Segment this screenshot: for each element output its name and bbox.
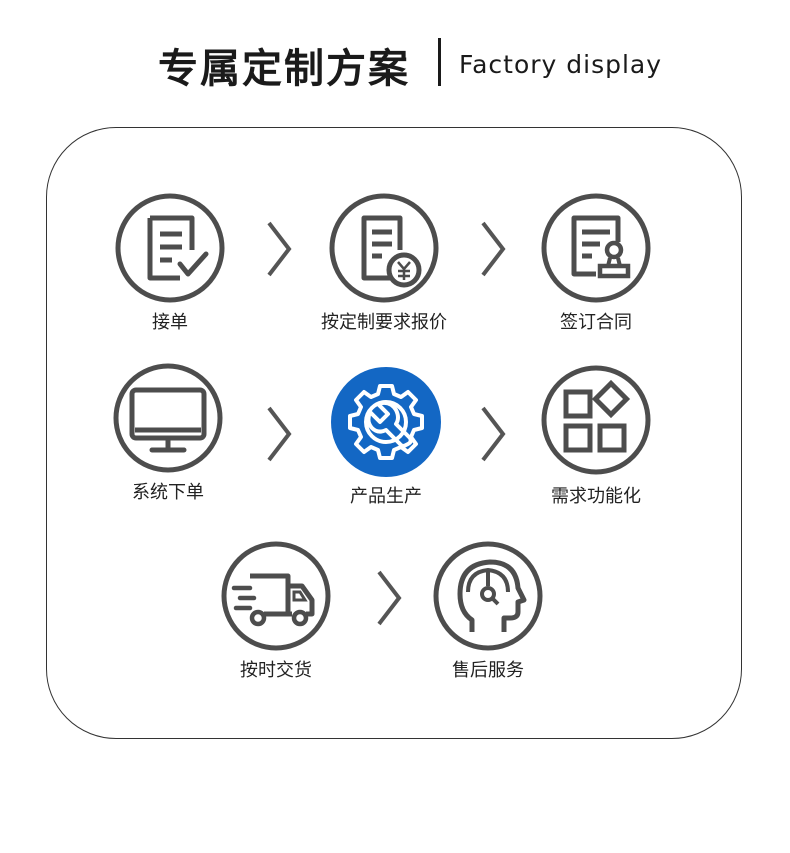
step-label-functionalization: 需求功能化 xyxy=(551,486,641,507)
order-document-check-icon xyxy=(115,193,225,303)
step-label-system-order: 系统下单 xyxy=(132,482,204,503)
step-label-contract: 签订合同 xyxy=(560,312,632,333)
chevron-right-icon xyxy=(481,221,506,277)
step-label-delivery: 按时交货 xyxy=(240,660,312,681)
page-title: 专属定制方案 xyxy=(158,46,410,92)
step-label-production: 产品生产 xyxy=(350,486,422,507)
gear-wrench-icon xyxy=(331,367,441,477)
chevron-right-icon xyxy=(481,406,506,462)
step-quote xyxy=(328,192,440,304)
step-contract xyxy=(540,192,652,304)
delivery-truck-icon xyxy=(221,541,331,651)
customer-service-headset-icon xyxy=(433,541,543,651)
step-label-quote: 按定制要求报价 xyxy=(321,312,447,333)
computer-monitor-icon xyxy=(113,363,223,473)
quote-document-yen-icon xyxy=(329,193,439,303)
chevron-right-icon xyxy=(267,221,292,277)
chevron-right-icon xyxy=(377,570,402,626)
step-label-after-sales: 售后服务 xyxy=(452,660,524,681)
process-panel xyxy=(46,127,742,739)
step-after-sales xyxy=(432,540,544,652)
step-order xyxy=(114,192,226,304)
step-delivery xyxy=(220,540,332,652)
chevron-right-icon xyxy=(267,406,292,462)
title-divider xyxy=(438,38,441,86)
page-subtitle: Factory display xyxy=(459,50,663,79)
step-system-order xyxy=(112,362,224,474)
page-header: 专属定制方案 Factory display xyxy=(0,34,790,92)
contract-stamp-icon xyxy=(541,193,651,303)
step-functionalization xyxy=(540,364,652,476)
function-blocks-icon xyxy=(541,365,651,475)
step-label-order: 接单 xyxy=(152,312,188,333)
step-production xyxy=(330,366,442,478)
